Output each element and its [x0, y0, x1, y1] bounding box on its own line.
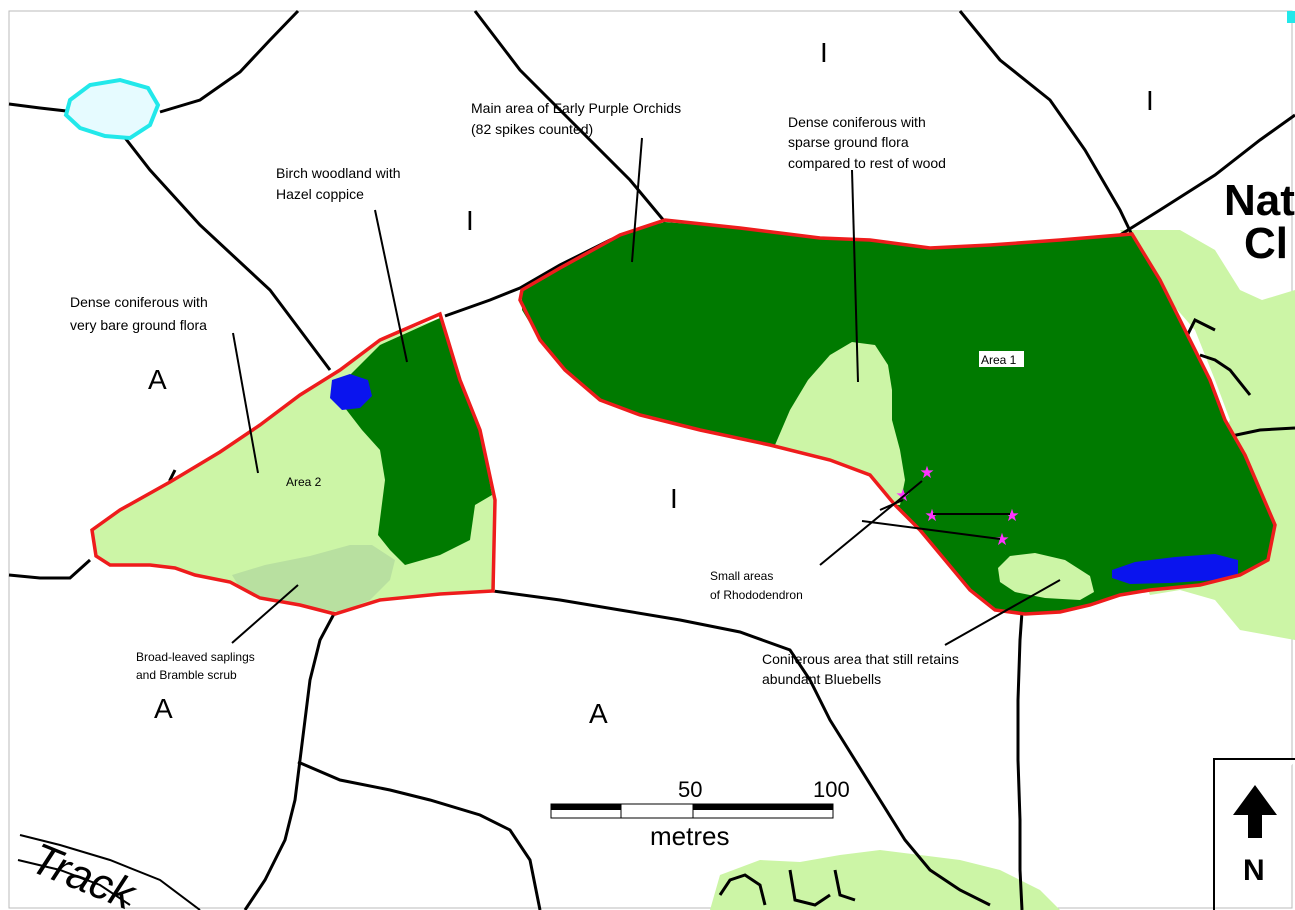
rhododendron-markers: ★ ★ ★ ★ ★	[895, 463, 1019, 550]
area-2-label: Area 2	[286, 475, 322, 489]
area-2-water	[330, 374, 372, 410]
north-arrow: N	[1213, 758, 1295, 910]
north-arrow-icon	[1233, 785, 1277, 838]
rhododendron-star: ★	[994, 530, 1009, 550]
map-symbol-i: I	[1146, 85, 1154, 116]
dense-sparse-label-line3: compared to rest of wood	[788, 155, 946, 171]
orchids-label-line2: (82 spikes counted)	[471, 121, 593, 137]
scale-bar-segment	[551, 804, 621, 810]
edge-marker	[1287, 11, 1295, 23]
area-1-dense-conifer	[522, 222, 1275, 614]
area-2-boundary	[90, 311, 497, 616]
area-1-label: Area 1	[981, 353, 1017, 367]
area-1-light-sparse	[775, 342, 905, 505]
north-label: N	[1243, 854, 1265, 887]
scale-tick-50: 50	[678, 777, 702, 802]
dense-sparse-label-line1: Dense coniferous with	[788, 114, 926, 130]
scrub-area	[232, 545, 395, 612]
rhodo-label-line1: Small areas	[710, 569, 773, 583]
saplings-label-line2: and Bramble scrub	[136, 668, 237, 682]
area-1-label-box	[979, 351, 1024, 367]
dense-bare-label-line2: very bare ground flora	[70, 317, 207, 333]
map-symbol-a: A	[154, 693, 173, 724]
map-symbol-a: A	[589, 698, 608, 729]
area-2-dense-conifer	[345, 318, 492, 565]
dense-bare-label-line1: Dense coniferous with	[70, 294, 208, 310]
scale-unit-label: metres	[650, 821, 729, 851]
scale-bar-segment	[620, 803, 694, 819]
dense-sparse-label-line2: sparse ground flora	[788, 134, 909, 150]
rhododendron-star: ★	[924, 506, 939, 526]
pond	[63, 77, 161, 141]
birch-label-line2: Hazel coppice	[276, 186, 364, 202]
scale-bar: 50 100 metres	[550, 777, 850, 851]
nature-label-line1: Nat	[1224, 176, 1295, 225]
bluebells-label-line1: Coniferous area that still retains	[762, 651, 959, 667]
orchids-label-line1: Main area of Early Purple Orchids	[471, 100, 681, 116]
leader-lines	[231, 137, 1061, 646]
map-symbol-i: I	[670, 483, 678, 514]
map-symbol-i: I	[466, 205, 474, 236]
nature-label-line2: Cl	[1244, 219, 1288, 268]
scale-tick-100: 100	[813, 777, 850, 802]
saplings-label-line1: Broad-leaved saplings	[136, 650, 255, 664]
bluebells-label-line2: abundant Bluebells	[762, 671, 881, 687]
birch-label-line1: Birch woodland with	[276, 165, 401, 181]
scale-bar-segment	[693, 804, 833, 810]
area-1-boundary	[518, 218, 1277, 616]
rhodo-label-line2: of Rhododendron	[710, 588, 803, 602]
area-1-water	[1112, 554, 1238, 584]
rhododendron-star: ★	[1004, 506, 1019, 526]
rhododendron-star: ★	[919, 463, 934, 483]
area-1-light-bluebells	[998, 553, 1094, 600]
map-symbol-a: A	[148, 364, 167, 395]
map-symbol-i: I	[820, 37, 828, 68]
